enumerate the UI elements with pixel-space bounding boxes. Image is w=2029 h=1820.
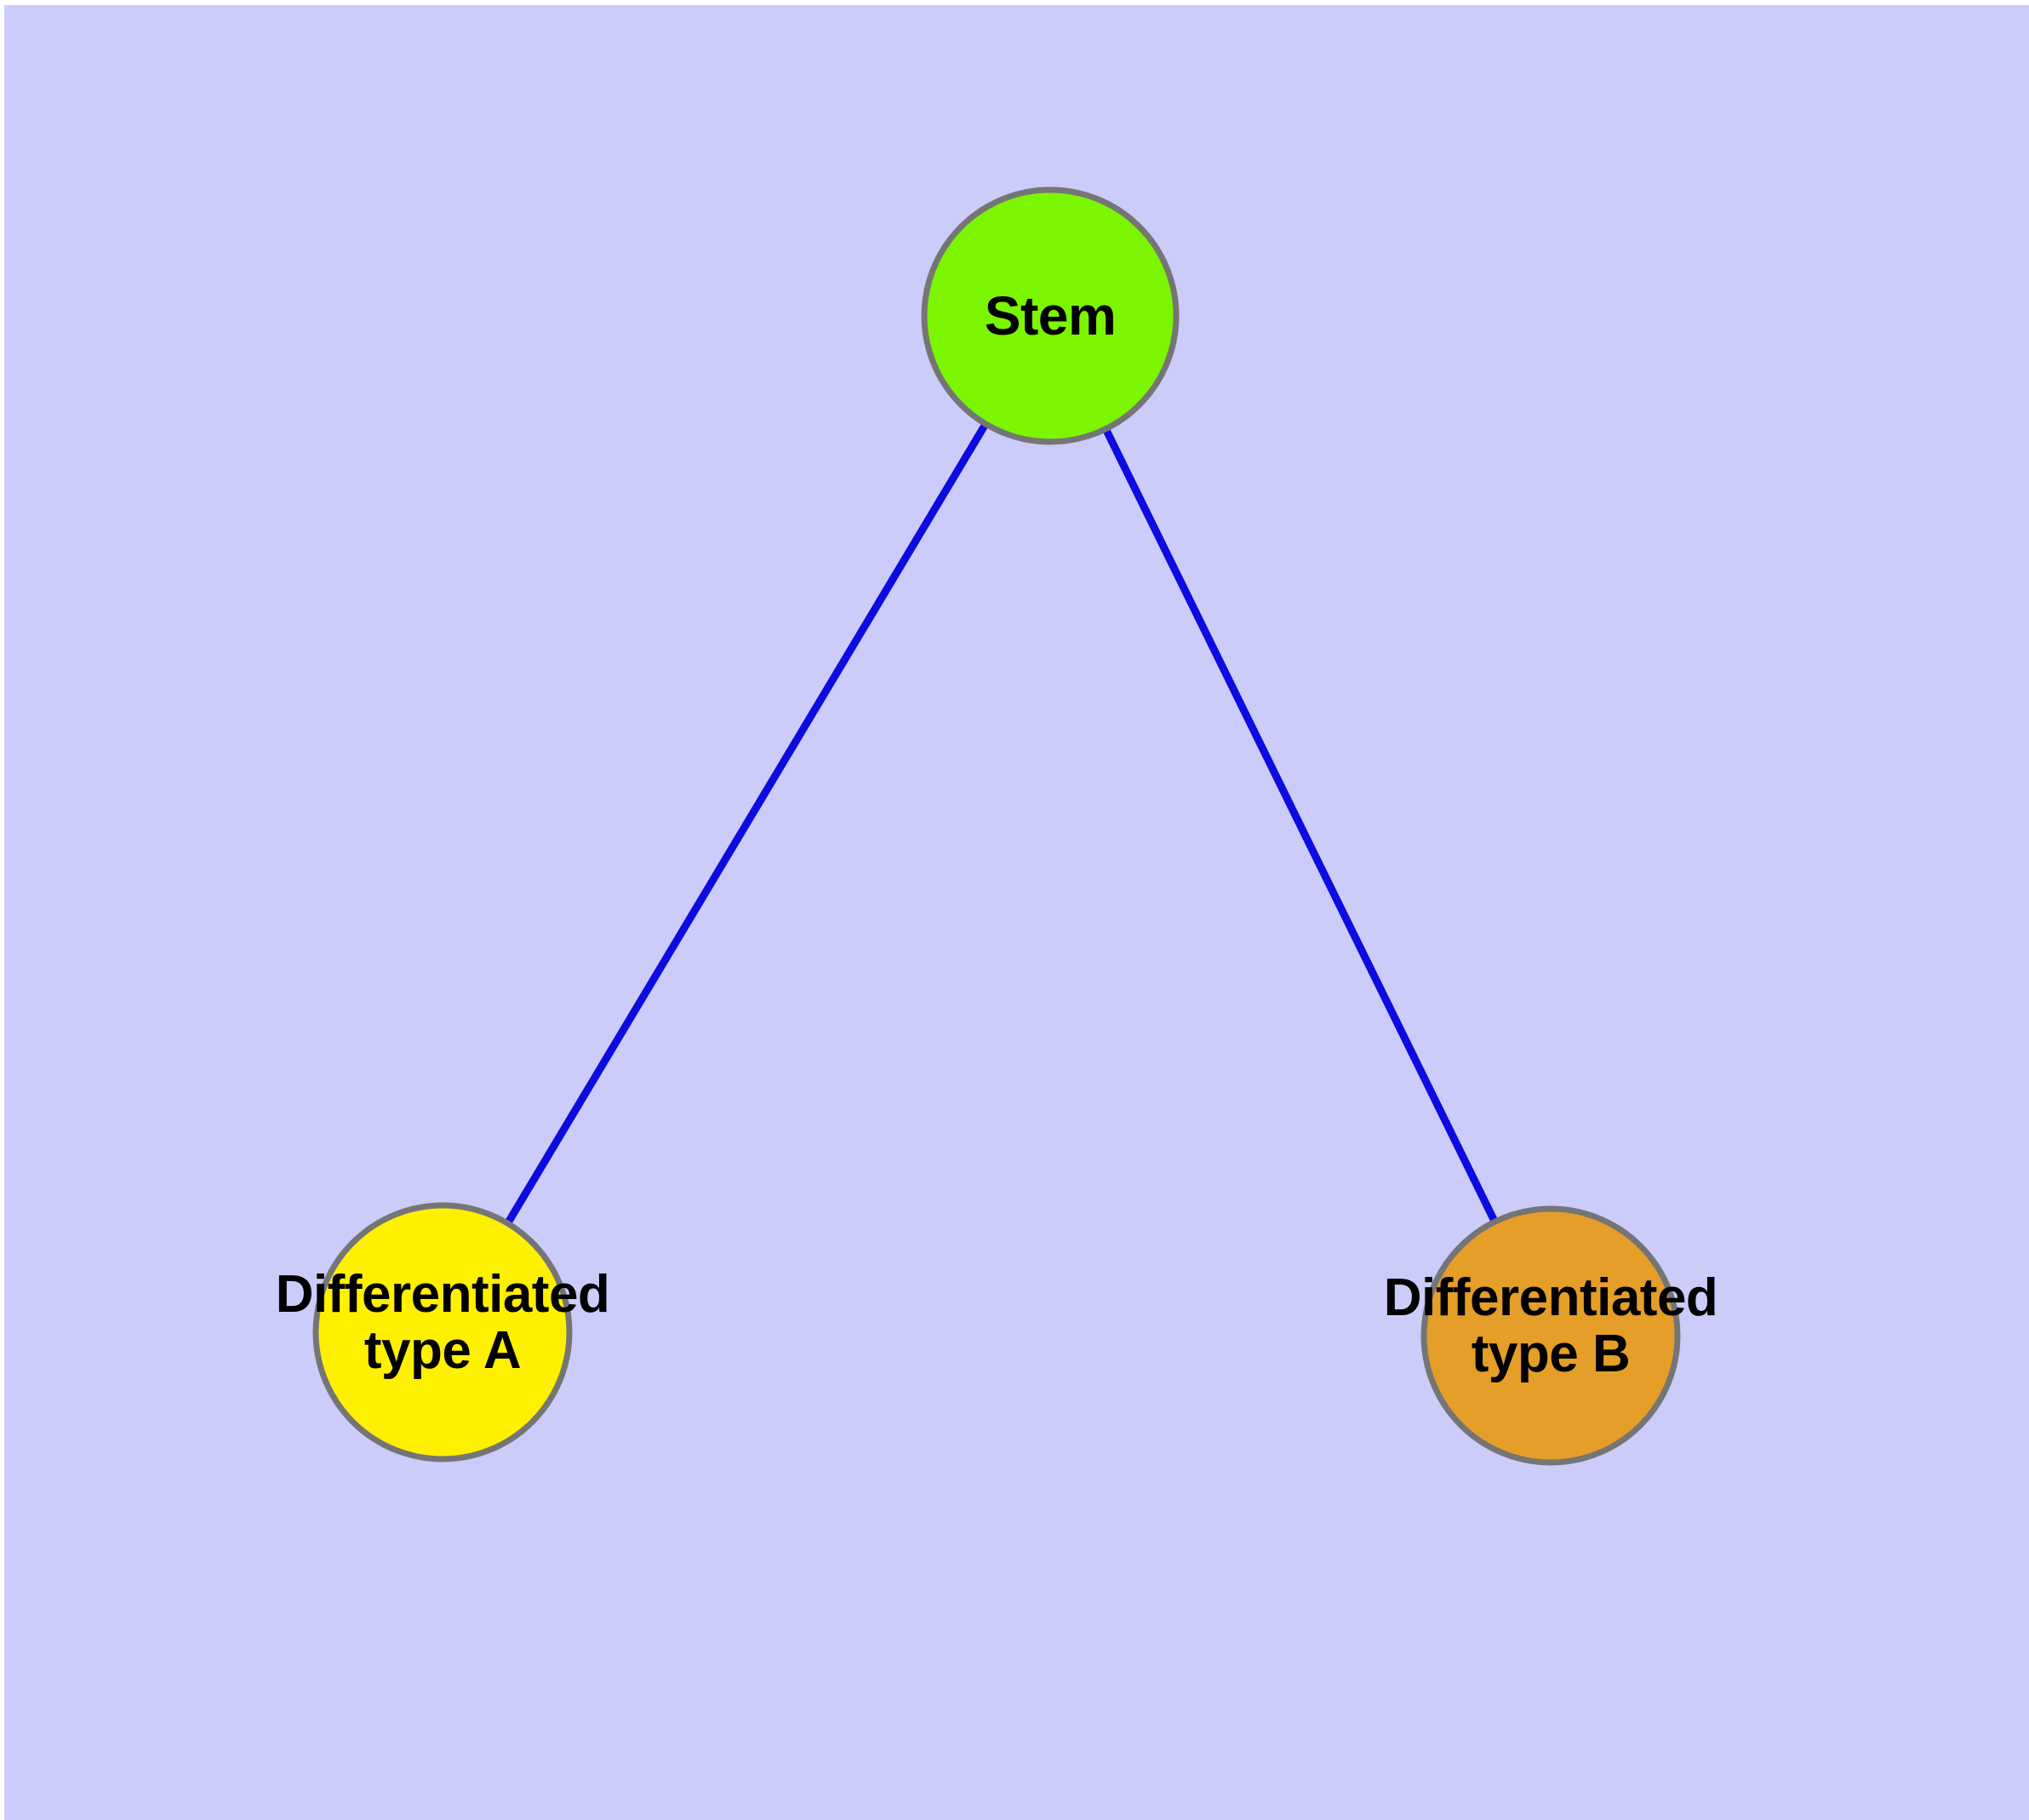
node-diff-type-a[interactable]: [312, 1202, 573, 1462]
edge-layer: [439, 313, 1555, 1337]
node-stem[interactable]: [921, 186, 1180, 445]
node-layer: [312, 186, 1681, 1466]
edge-stem-to-type-b: [1046, 314, 1555, 1337]
edge-stem-to-type-a: [439, 313, 1054, 1335]
node-diff-type-b[interactable]: [1420, 1205, 1681, 1466]
